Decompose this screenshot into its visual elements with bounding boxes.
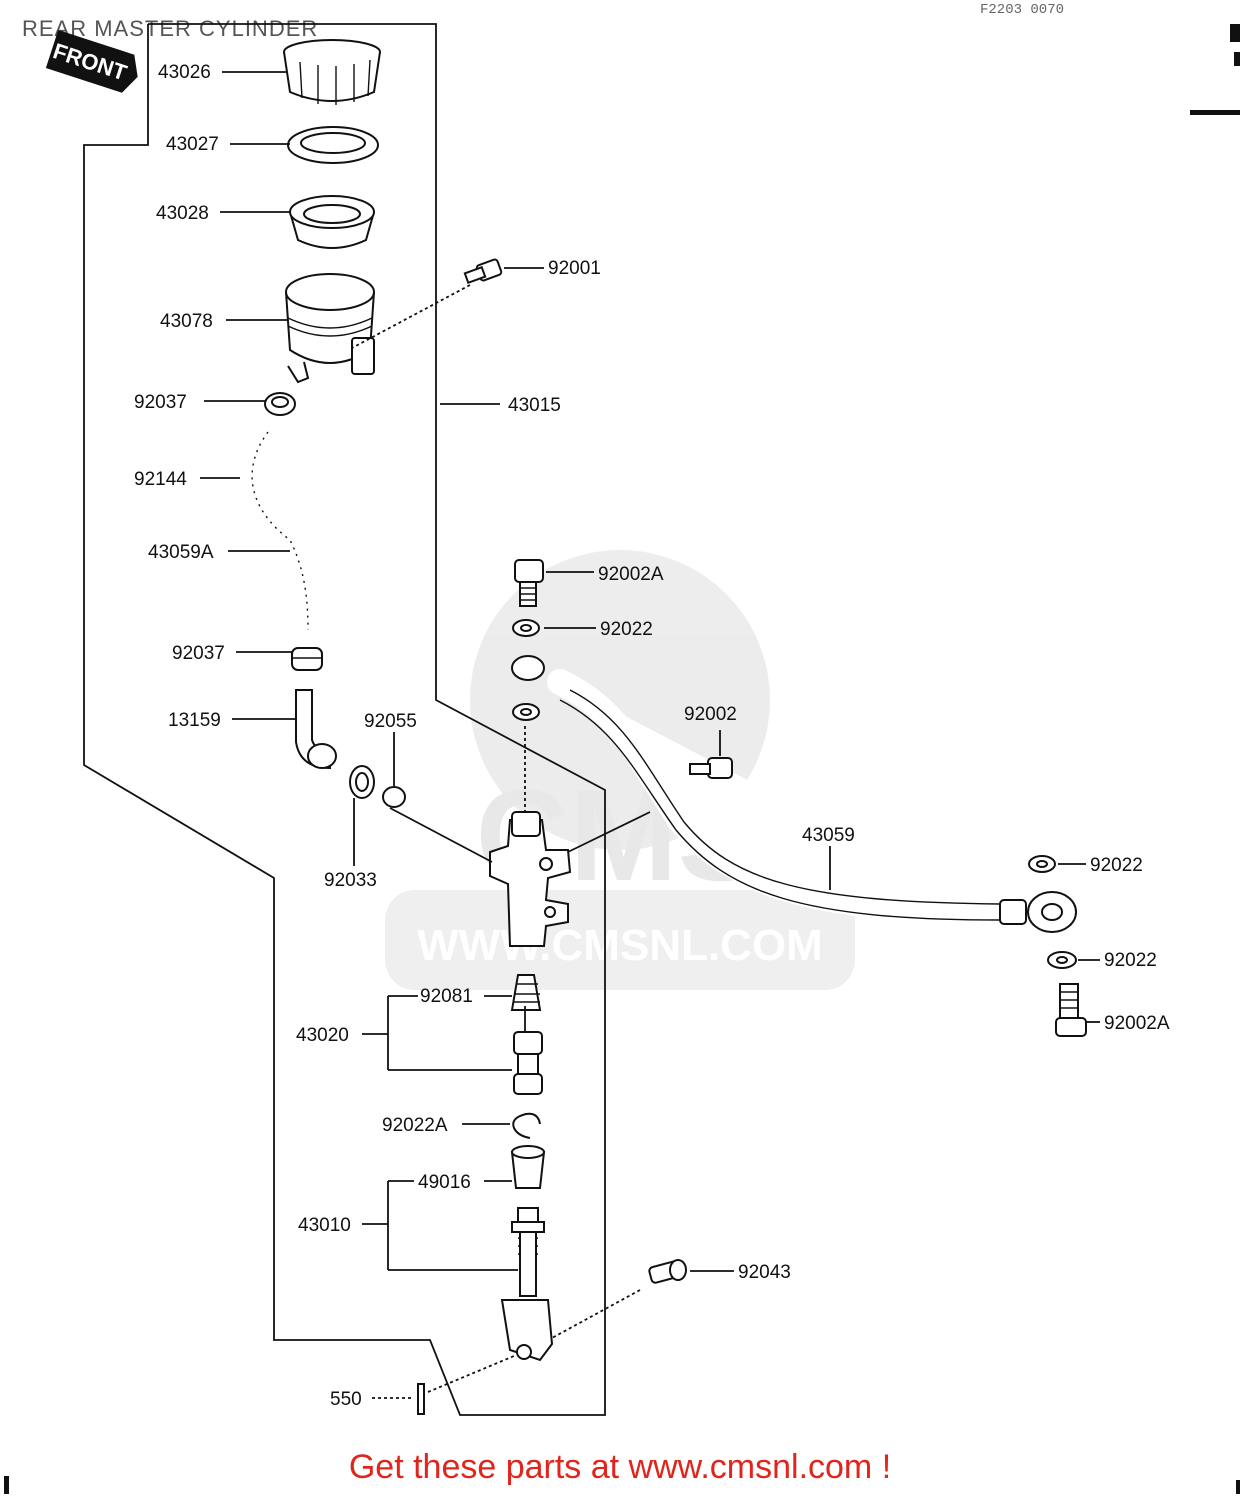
label-92022-right-bottom: 92022 — [1104, 950, 1157, 971]
label-92081: 92081 — [420, 986, 473, 1007]
washer-mid — [512, 703, 540, 721]
label-92043: 92043 — [738, 1262, 791, 1283]
dust-boot — [510, 1145, 546, 1189]
brake-hose — [511, 655, 1077, 933]
diaphragm — [289, 195, 375, 249]
leader-lines — [200, 71, 1100, 1399]
push-rod — [500, 1207, 554, 1362]
label-43027: 43027 — [166, 134, 219, 155]
grommet-92033 — [349, 765, 375, 799]
label-92022A: 92022A — [382, 1115, 448, 1136]
label-92037-bottom: 92037 — [172, 643, 225, 664]
label-43020: 43020 — [296, 1025, 349, 1046]
label-43059: 43059 — [802, 825, 855, 846]
diagram-code: F2203 0070 — [980, 2, 1065, 18]
edge-marks — [4, 24, 1240, 1494]
part-labels: 43026 43027 43028 92001 43078 92037 4301… — [134, 62, 1170, 1410]
washer-right-top — [1028, 855, 1056, 873]
label-43010: 43010 — [298, 1215, 351, 1236]
label-92037-top: 92037 — [134, 392, 187, 413]
spring — [510, 974, 542, 1011]
watermark-url: WWW.CMSNL.COM — [417, 921, 823, 970]
label-49016: 49016 — [418, 1172, 471, 1193]
label-92022-top: 92022 — [600, 619, 653, 640]
bolt-92001 — [463, 258, 503, 285]
label-92022-right-top: 92022 — [1090, 855, 1143, 876]
label-92002A-top: 92002A — [598, 564, 664, 585]
front-arrow-badge: FRONT — [45, 30, 138, 93]
label-43026: 43026 — [158, 62, 211, 83]
label-550: 550 — [330, 1389, 362, 1410]
banjo-bolt-right — [1055, 983, 1087, 1037]
label-43078: 43078 — [160, 311, 213, 332]
hose-clamp-bottom — [291, 647, 323, 671]
label-92002: 92002 — [684, 704, 737, 725]
cotter-pin — [417, 1383, 425, 1415]
master-cylinder-body — [489, 811, 572, 947]
label-13159: 13159 — [168, 710, 221, 731]
washer-top — [512, 619, 540, 637]
reservoir-hose — [244, 424, 316, 638]
banjo-bolt-top — [514, 559, 544, 607]
diaphragm-plate — [287, 126, 379, 164]
label-43059A: 43059A — [148, 542, 214, 563]
label-92033: 92033 — [324, 870, 377, 891]
watermark: CMS WWW.CMSNL.COM — [385, 550, 855, 990]
label-92144: 92144 — [134, 469, 187, 490]
o-ring-92055 — [382, 786, 406, 808]
label-92055: 92055 — [364, 711, 417, 732]
label-43015: 43015 — [508, 395, 561, 416]
label-92002A-right: 92002A — [1104, 1013, 1170, 1034]
assembly-outline — [83, 23, 606, 1416]
fluid-reservoir — [285, 273, 375, 384]
cta-link[interactable]: Get these parts at www.cmsnl.com ! — [348, 1448, 892, 1486]
bolt-92002 — [689, 757, 733, 779]
label-92001: 92001 — [548, 258, 601, 279]
washer-right-bottom — [1047, 951, 1077, 969]
hose-clamp-top — [264, 392, 296, 416]
label-43028: 43028 — [156, 203, 209, 224]
elbow-fitting — [295, 689, 337, 770]
piston — [513, 1031, 543, 1095]
circlip — [512, 1112, 541, 1139]
clevis-pin — [648, 1259, 687, 1284]
reservoir-cap — [283, 39, 381, 105]
